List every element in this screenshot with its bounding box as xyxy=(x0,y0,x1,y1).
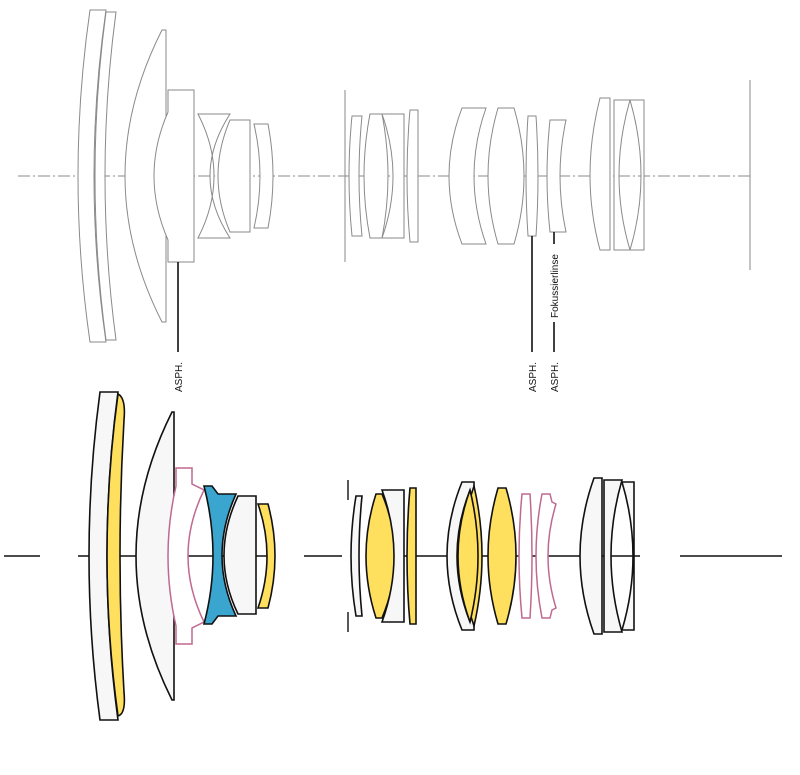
top-lens-10 xyxy=(381,113,405,239)
bottom-lens-15-asph-pink xyxy=(518,493,533,619)
bottom-lens-14-yellow xyxy=(487,487,517,625)
focus-lens-label: Fokussierlinse xyxy=(550,254,561,318)
top-lens-4-asph xyxy=(153,89,195,263)
top-lens-11 xyxy=(406,109,419,243)
bottom-lens-17 xyxy=(579,477,603,635)
top-lens-2 xyxy=(94,11,117,341)
bottom-lens-3 xyxy=(135,411,175,701)
bottom-lens-13b-yellow xyxy=(457,487,479,625)
top-lens-8 xyxy=(348,115,363,237)
bottom-lens-11-yellow xyxy=(406,487,417,625)
bottom-lens-8 xyxy=(350,495,363,617)
top-lens-6 xyxy=(217,119,251,233)
bottom-lens-6 xyxy=(223,495,257,615)
top-lens-15-focus xyxy=(546,119,567,233)
asph-label-1: ASPH. xyxy=(174,362,185,392)
top-lens-12 xyxy=(448,107,487,245)
top-lens-14-asph xyxy=(525,115,539,237)
bottom-lens-18 xyxy=(603,479,624,633)
asph-label-2: ASPH. xyxy=(528,362,539,392)
top-schematic: ASPH. ASPH. ASPH. Fokussierlinse xyxy=(18,9,752,392)
top-lens-18 xyxy=(629,99,645,251)
asph-label-3: ASPH. xyxy=(550,362,561,392)
top-lens-7 xyxy=(253,123,274,229)
top-lens-13 xyxy=(487,107,525,245)
top-lens-16 xyxy=(589,97,611,251)
top-lens-5 xyxy=(197,113,231,239)
bottom-lens-5-blue xyxy=(202,485,238,625)
bottom-lens-4-asph-pink xyxy=(167,467,205,645)
top-lens-1 xyxy=(77,9,107,343)
bottom-lens-16-focus-pink xyxy=(535,493,557,619)
bottom-lens-19 xyxy=(620,481,635,631)
bottom-colored-diagram xyxy=(4,391,782,721)
bottom-lens-10 xyxy=(380,489,405,623)
bottom-lens-2-yellow xyxy=(106,392,126,717)
top-lens-17 xyxy=(613,99,631,251)
bottom-lens-7-yellow xyxy=(256,503,276,609)
top-lens-3 xyxy=(124,29,167,323)
top-lens-9 xyxy=(363,113,389,239)
